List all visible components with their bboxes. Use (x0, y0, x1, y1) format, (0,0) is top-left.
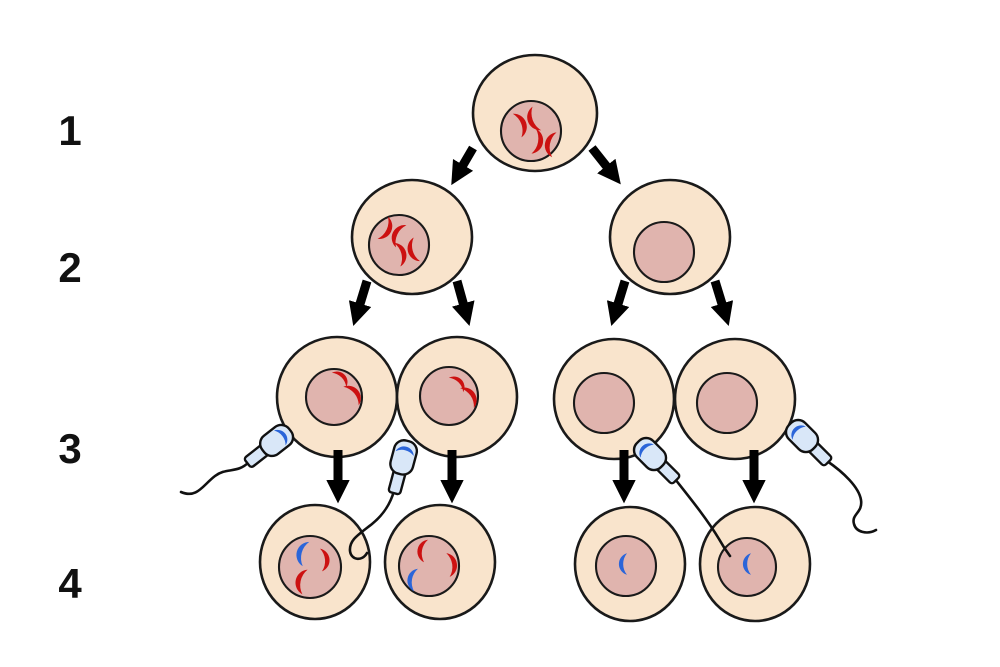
arrow (588, 145, 621, 185)
sperm-tail (825, 459, 878, 534)
row-label-3: 3 (58, 425, 81, 472)
row-label-4: 4 (58, 560, 82, 607)
sperm-tail (348, 489, 396, 561)
cell-row2-left (350, 178, 474, 296)
arrow (606, 279, 630, 326)
cell-row2-right (608, 178, 732, 296)
cell-row4-1 (258, 503, 372, 621)
row-label-2: 2 (58, 244, 81, 291)
division-arrows (326, 145, 766, 504)
sperm-cell-icon (240, 421, 297, 472)
sperm-tail (179, 460, 251, 496)
sperm-cell-icon (383, 438, 419, 496)
arrow (348, 279, 372, 326)
arrow (451, 145, 477, 186)
cell-row1-parent (471, 53, 599, 173)
arrow (710, 279, 734, 326)
row-label-1: 1 (58, 107, 81, 154)
cell-row4-3 (573, 505, 687, 623)
cell-row4-2 (383, 503, 497, 621)
cell-row4-4 (698, 505, 812, 623)
cell-row3-2 (395, 335, 519, 459)
cell-row3-3 (552, 337, 676, 461)
sperm-cell-icon (782, 416, 836, 470)
arrow (451, 279, 475, 327)
cell-row3-1 (275, 335, 399, 459)
cell-row3-4 (673, 337, 797, 461)
sperm-tail (673, 477, 732, 558)
